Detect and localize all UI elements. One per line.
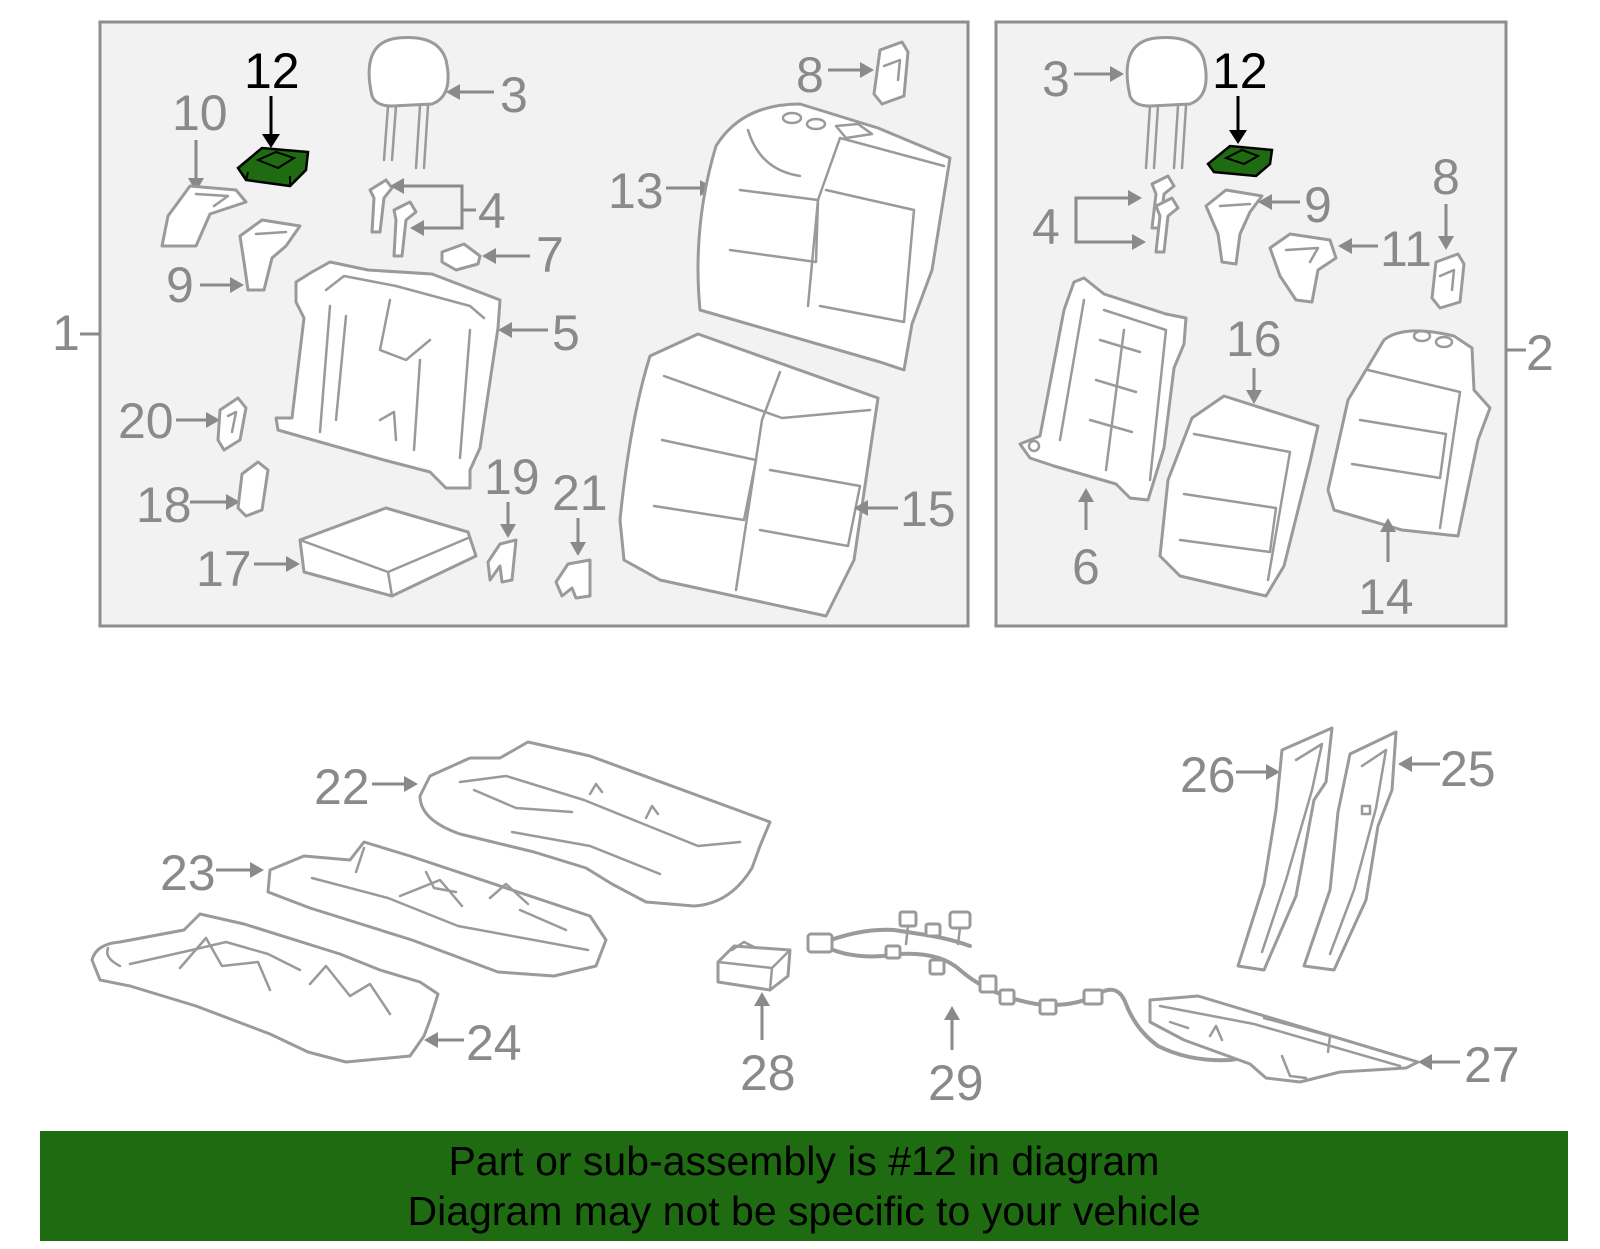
callout-28: 28 xyxy=(740,1045,796,1101)
banner-line-1: Part or sub-assembly is #12 in diagram xyxy=(448,1138,1160,1184)
part-24-cushion-frame xyxy=(90,912,440,1064)
part-15-cushion-cover xyxy=(618,332,880,618)
part-3-headrest-left xyxy=(367,35,450,170)
callout-20: 20 xyxy=(118,393,174,449)
callout-24: 24 xyxy=(466,1015,522,1071)
part-6-seatback-frame-right xyxy=(1018,276,1188,502)
callout-8-right: 8 xyxy=(1432,149,1460,205)
part-25-trim-panel xyxy=(1302,730,1398,972)
part-13-seatback-cover xyxy=(696,102,952,372)
info-banner: Part or sub-assembly is #12 in diagram D… xyxy=(40,1131,1568,1241)
callout-13: 13 xyxy=(608,163,664,219)
part-27-tray xyxy=(1148,994,1420,1084)
part-11 xyxy=(1268,232,1338,304)
part-9-right xyxy=(1204,188,1264,266)
callout-8-left: 8 xyxy=(796,47,824,103)
callout-17: 17 xyxy=(196,541,252,597)
part-22-cushion-cover xyxy=(418,740,772,908)
callout-22: 22 xyxy=(314,759,370,815)
callout-3-left: 3 xyxy=(500,67,528,123)
callout-21: 21 xyxy=(552,465,608,521)
part-16-cushion-cover-right xyxy=(1158,394,1320,598)
banner-line-2: Diagram may not be specific to your vehi… xyxy=(407,1188,1201,1234)
callout-14: 14 xyxy=(1358,569,1414,625)
part-28-module xyxy=(716,940,792,992)
part-10 xyxy=(160,184,248,248)
callout-9-right: 9 xyxy=(1304,177,1332,233)
callout-23: 23 xyxy=(160,845,216,901)
part-12-right-highlighted xyxy=(1206,144,1274,178)
part-3-headrest-right xyxy=(1125,35,1208,170)
callout-7: 7 xyxy=(536,227,564,283)
part-19 xyxy=(486,538,518,584)
assembly-2-group: 2 3 12 9 4 xyxy=(994,20,1554,628)
part-9-left xyxy=(238,218,302,292)
part-20 xyxy=(216,396,248,452)
callout-2: 2 xyxy=(1526,325,1554,381)
part-29-wiring-harness xyxy=(806,910,1278,1063)
callout-9-left: 9 xyxy=(166,257,194,313)
part-7 xyxy=(440,242,482,272)
part-5-seatback-frame xyxy=(274,260,502,490)
callout-12-left: 12 xyxy=(244,43,300,99)
part-26-trim-panel xyxy=(1236,726,1334,972)
part-18 xyxy=(236,460,270,518)
part-21 xyxy=(554,558,592,600)
callout-27: 27 xyxy=(1464,1037,1520,1093)
callout-29: 29 xyxy=(928,1055,984,1111)
part-17-cushion xyxy=(298,506,478,598)
callout-3-right: 3 xyxy=(1042,51,1070,107)
part-4-guides-right xyxy=(1150,174,1180,254)
callout-1: 1 xyxy=(52,305,80,361)
part-14-seatback-cover-right xyxy=(1326,329,1492,538)
callout-4-left: 4 xyxy=(478,183,506,239)
callout-4-right: 4 xyxy=(1032,199,1060,255)
assembly-1-group: 1 12 10 9 xyxy=(52,20,970,628)
callout-15: 15 xyxy=(900,481,956,537)
callout-11: 11 xyxy=(1380,221,1432,277)
callout-12-right: 12 xyxy=(1212,43,1268,99)
part-12-left-highlighted xyxy=(236,146,310,188)
callout-5: 5 xyxy=(552,305,580,361)
part-8-right xyxy=(1430,252,1466,310)
callout-26: 26 xyxy=(1180,747,1236,803)
callout-6: 6 xyxy=(1072,539,1100,595)
callout-10: 10 xyxy=(172,85,228,141)
callout-19: 19 xyxy=(484,449,540,505)
part-23-cushion-pad xyxy=(266,840,608,978)
part-4-guides-left xyxy=(368,178,418,258)
callout-25: 25 xyxy=(1440,741,1496,797)
callout-18: 18 xyxy=(136,477,192,533)
part-8-left xyxy=(872,40,910,106)
callout-16: 16 xyxy=(1226,311,1282,367)
